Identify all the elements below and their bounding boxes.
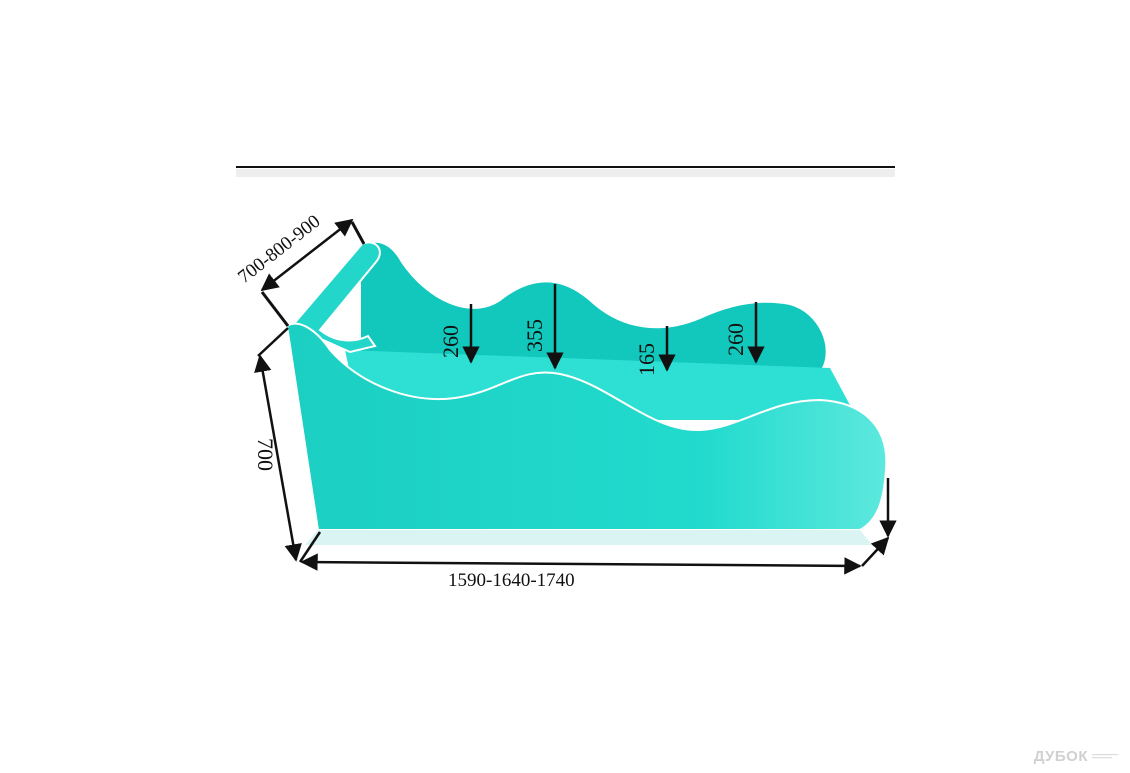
- brand-logo: ДУБОК: [1033, 748, 1088, 765]
- brand-watermark: ДУБОК: [1034, 748, 1118, 765]
- length-label: 1590-1640-1740: [448, 570, 575, 591]
- headboard-panel: [290, 241, 381, 354]
- depth-dimension-line: [260, 218, 354, 292]
- wave-height-label-1: 260: [438, 325, 463, 358]
- front-wave-panel: [285, 322, 888, 531]
- base-shadow: [305, 530, 872, 545]
- wave-height-label-2: 355: [522, 319, 547, 352]
- height-label: 700: [253, 438, 278, 471]
- length-dimension-line: [300, 553, 862, 575]
- wave-height-label-4: 260: [723, 323, 748, 356]
- brand-logo-mark: [1092, 751, 1118, 763]
- height-extension-top: [257, 327, 289, 357]
- length-extension-right: [861, 536, 890, 567]
- height-dimension-line: [254, 354, 302, 562]
- length-extension-left: [298, 531, 322, 563]
- depth-extension-right: [350, 221, 366, 245]
- top-shadow: [236, 169, 895, 177]
- depth-extension-left: [260, 291, 290, 327]
- back-wave-panel: [359, 240, 828, 371]
- wave-height-label-3: 165: [634, 343, 659, 376]
